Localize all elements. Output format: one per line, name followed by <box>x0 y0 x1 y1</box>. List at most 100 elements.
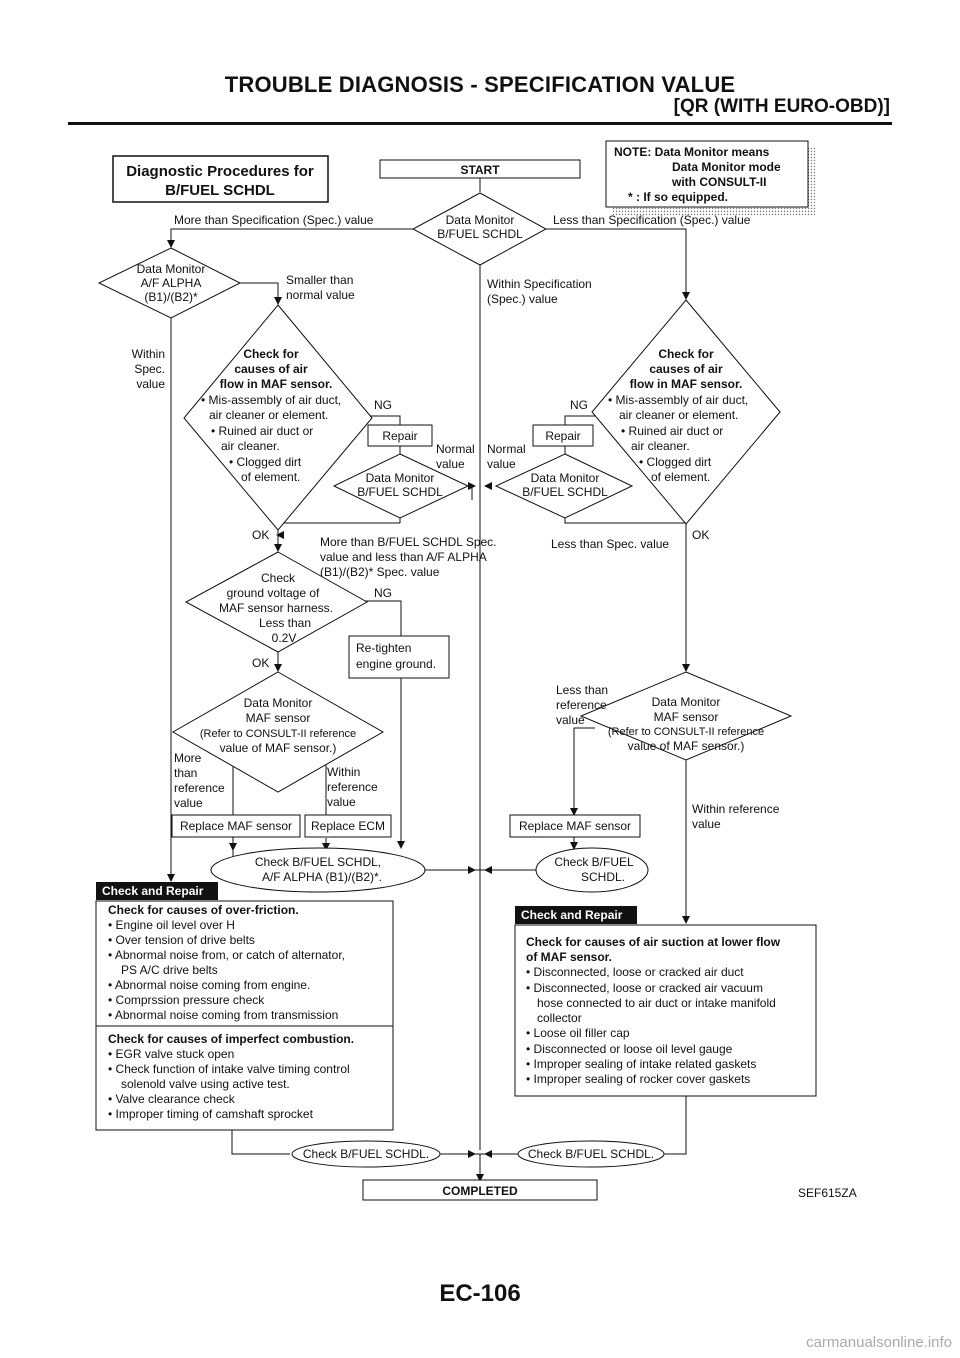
label-normal-left-2: value <box>436 457 465 471</box>
svg-text:solenold valve using active te: solenold valve using active test. <box>121 1077 290 1091</box>
svg-text:of MAF sensor.: of MAF sensor. <box>526 950 612 964</box>
label-more-than-ref-3: reference <box>174 781 225 795</box>
svg-text:• Clogged dirt: • Clogged dirt <box>639 455 712 469</box>
label-within-spec-value-1: Within <box>132 347 165 361</box>
label-less-than-ref-3: value <box>556 713 585 727</box>
svg-text:• Ruined air duct or: • Ruined air duct or <box>621 424 723 438</box>
svg-text:• Improper sealing of intake r: • Improper sealing of intake related gas… <box>526 1057 756 1071</box>
figure-code: SEF615ZA <box>798 1186 857 1200</box>
svg-text:ground voltage of: ground voltage of <box>227 586 320 600</box>
svg-text:• Loose oil filler cap: • Loose oil filler cap <box>526 1026 630 1040</box>
label-within-ref-left-2: reference <box>327 780 378 794</box>
svg-text:MAF sensor: MAF sensor <box>246 711 311 725</box>
svg-text:• Comprssion pressure check: • Comprssion pressure check <box>108 993 265 1007</box>
check-bfuel-final-left: Check B/FUEL SCHDL. <box>291 1140 441 1168</box>
svg-text:Check for causes of air suctio: Check for causes of air suction at lower… <box>526 935 781 949</box>
svg-text:Data Monitor: Data Monitor <box>531 471 600 485</box>
svg-text:flow in MAF sensor.: flow in MAF sensor. <box>630 377 743 391</box>
svg-text:causes of air: causes of air <box>649 362 723 376</box>
svg-text:air cleaner.: air cleaner. <box>631 439 690 453</box>
note-line2: Data Monitor mode <box>672 160 781 174</box>
note-line1: NOTE: Data Monitor means <box>614 145 770 159</box>
svg-text:A/F ALPHA (B1)/(B2)*.: A/F ALPHA (B1)/(B2)*. <box>262 870 382 884</box>
label-within-spec-value-2: Spec. <box>134 362 165 376</box>
decision-bfuel-right: Data Monitor B/FUEL SCHDL <box>494 453 634 519</box>
svg-text:0.2V: 0.2V <box>272 631 297 645</box>
svg-text:MAF sensor harness.: MAF sensor harness. <box>219 601 333 615</box>
svg-text:value of MAF sensor.): value of MAF sensor.) <box>220 741 337 755</box>
header-divider <box>68 122 892 125</box>
label-within-ref-left-1: Within <box>327 765 360 779</box>
decision-maf-right: Data Monitor MAF sensor (Refer to CONSUL… <box>579 671 793 761</box>
label-within-ref-left-3: value <box>327 795 356 809</box>
label-normal-right-2: value <box>487 457 516 471</box>
svg-text:Less than: Less than <box>259 616 311 630</box>
label-more-than-spec: More than Specification (Spec.) value <box>174 213 374 227</box>
svg-text:• Check function of intake val: • Check function of intake valve timing … <box>108 1062 350 1076</box>
check-repair-banner-left: Check and Repair <box>96 882 218 900</box>
label-less-than-spec: Less than Specification (Spec.) value <box>553 213 751 227</box>
svg-text:• Improper sealing of rocker c: • Improper sealing of rocker cover gaske… <box>526 1072 750 1086</box>
svg-text:Data Monitor: Data Monitor <box>137 262 206 276</box>
label-more-than-ref-2: than <box>174 766 197 780</box>
svg-text:• Ruined air duct or: • Ruined air duct or <box>211 424 313 438</box>
svg-text:Check and Repair: Check and Repair <box>521 908 623 922</box>
label-ok-right: OK <box>692 528 709 542</box>
svg-text:collector: collector <box>537 1011 582 1025</box>
retighten-box: Re-tighten engine ground. <box>348 635 450 679</box>
svg-text:• Valve clearance check: • Valve clearance check <box>108 1092 236 1106</box>
procedure-title-line1: Diagnostic Procedures for <box>126 163 314 180</box>
svg-text:Check and Repair: Check and Repair <box>102 884 204 898</box>
label-less-than-ref-1: Less than <box>556 683 608 697</box>
svg-text:Data Monitor: Data Monitor <box>366 471 435 485</box>
svg-text:Repair: Repair <box>382 429 417 443</box>
svg-text:Replace MAF sensor: Replace MAF sensor <box>180 819 292 833</box>
svg-text:flow in MAF sensor.: flow in MAF sensor. <box>220 377 333 391</box>
repair-box-right: Repair <box>532 424 594 447</box>
procedure-title-box: Diagnostic Procedures for B/FUEL SCHDL <box>112 155 329 203</box>
label-within-spec-value-3: value <box>136 377 165 391</box>
check-bfuel-af-ellipse: Check B/FUEL SCHDL, A/F ALPHA (B1)/(B2)*… <box>210 847 426 893</box>
svg-text:causes of air: causes of air <box>234 362 308 376</box>
label-ok-ground: OK <box>252 656 269 670</box>
svg-text:Replace MAF sensor: Replace MAF sensor <box>519 819 631 833</box>
svg-text:air cleaner or element.: air cleaner or element. <box>619 408 738 422</box>
check-bfuel-final-right: Check B/FUEL SCHDL. <box>517 1140 665 1168</box>
svg-text:Check: Check <box>261 571 296 585</box>
svg-text:• Disconnected or loose oil le: • Disconnected or loose oil level gauge <box>526 1042 733 1056</box>
svg-text:B/FUEL SCHDL: B/FUEL SCHDL <box>522 485 608 499</box>
svg-text:Re-tighten: Re-tighten <box>356 641 411 655</box>
svg-text:hose connected to air duct or: hose connected to air duct or intake man… <box>537 996 776 1010</box>
label-within-ref-right-2: value <box>692 817 721 831</box>
label-more-than-bfuel-3: (B1)/(B2)* Spec. value <box>320 565 440 579</box>
svg-text:Data Monitor: Data Monitor <box>446 213 515 227</box>
start-box: START <box>379 159 581 179</box>
svg-text:(B1)/(B2)*: (B1)/(B2)* <box>144 290 198 304</box>
svg-text:• Improper timing of camshaft: • Improper timing of camshaft sprocket <box>108 1107 314 1121</box>
note-line3: with CONSULT-II <box>671 175 766 189</box>
svg-text:PS A/C drive belts: PS A/C drive belts <box>121 963 218 977</box>
svg-text:• Disconnected, loose or crack: • Disconnected, loose or cracked air vac… <box>526 981 763 995</box>
svg-text:B/FUEL SCHDL: B/FUEL SCHDL <box>357 485 443 499</box>
label-less-than-spec-value: Less than Spec. value <box>551 537 669 551</box>
label-ng-ground: NG <box>374 586 392 600</box>
completed-box: COMPLETED <box>362 1179 598 1201</box>
decision-check-ground: Check ground voltage of MAF sensor harne… <box>184 551 369 653</box>
note-box: NOTE: Data Monitor means Data Monitor mo… <box>605 140 816 215</box>
svg-text:• Over tension of drive belts: • Over tension of drive belts <box>108 933 255 947</box>
svg-text:value of MAF sensor.): value of MAF sensor.) <box>628 739 745 753</box>
check-bfuel-short-ellipse: Check B/FUEL SCHDL. <box>535 847 649 893</box>
procedure-title-line2: B/FUEL SCHDL <box>165 182 275 199</box>
replace-maf-box-right: Replace MAF sensor <box>509 814 641 838</box>
label-ng-left: NG <box>374 398 392 412</box>
decision-check-air-left: Check for causes of air flow in MAF sens… <box>183 304 373 531</box>
svg-text:Data Monitor: Data Monitor <box>652 695 721 709</box>
svg-text:SCHDL.: SCHDL. <box>581 870 625 884</box>
svg-text:Data Monitor: Data Monitor <box>244 696 313 710</box>
arrowheads <box>167 240 690 1182</box>
label-within-ref-right-1: Within reference <box>692 802 780 816</box>
decision-bfuel-main: Data Monitor B/FUEL SCHDL <box>411 192 548 266</box>
svg-text:Check B/FUEL SCHDL.: Check B/FUEL SCHDL. <box>303 1147 429 1161</box>
label-more-than-bfuel-1: More than B/FUEL SCHDL Spec. <box>320 535 497 549</box>
